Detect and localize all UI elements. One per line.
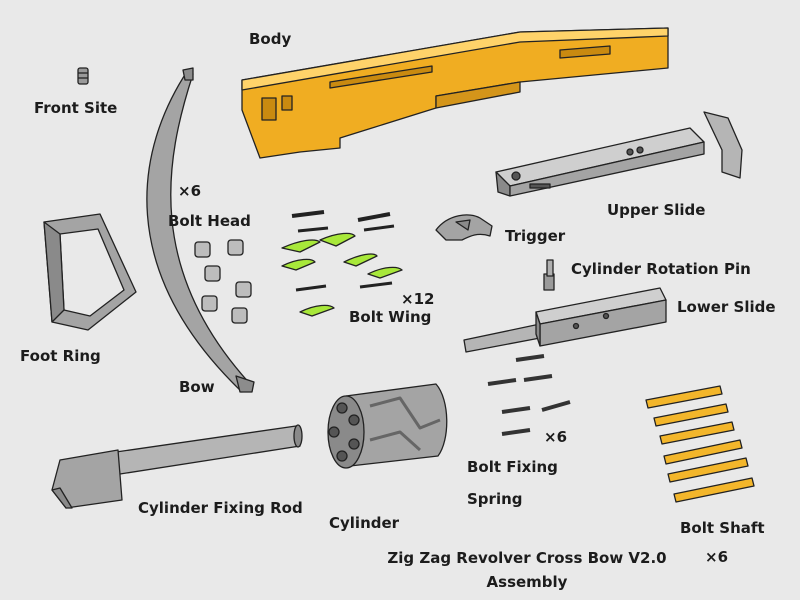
label-lower-slide: Lower Slide bbox=[677, 298, 776, 316]
springs-part bbox=[487, 354, 571, 436]
label-cylinder: Cylinder bbox=[329, 514, 400, 532]
label-trigger: Trigger bbox=[505, 227, 566, 245]
label-body: Body bbox=[249, 30, 292, 48]
label-front-site: Front Site bbox=[34, 99, 118, 117]
title-line-1: Zig Zag Revolver Cross Bow V2.0 bbox=[387, 549, 667, 567]
label-cylinder-fixing-rod: Cylinder Fixing Rod bbox=[138, 499, 303, 517]
bow-part bbox=[146, 67, 255, 393]
label-foot-ring: Foot Ring bbox=[20, 347, 101, 365]
label-bolt-wing: Bolt Wing bbox=[349, 308, 432, 326]
label-bolt-fixing-qty: ×6 bbox=[544, 428, 568, 446]
body-part bbox=[241, 27, 669, 159]
bolt-wings-part bbox=[281, 210, 403, 317]
label-bolt-head-qty: ×6 bbox=[178, 182, 202, 200]
label-spring: Spring bbox=[467, 490, 523, 508]
label-bolt-shaft-qty: ×6 bbox=[705, 548, 729, 566]
cylinder-fixing-rod-part bbox=[51, 424, 303, 509]
label-bolt-head: Bolt Head bbox=[168, 212, 251, 230]
label-bolt-shaft: Bolt Shaft bbox=[680, 519, 765, 537]
cylinder-rotation-pin-part bbox=[543, 259, 555, 291]
title-line-2: Assembly bbox=[486, 573, 568, 591]
cylinder-part bbox=[327, 383, 448, 469]
label-cylinder-rotation-pin: Cylinder Rotation Pin bbox=[571, 260, 751, 278]
foot-ring-part bbox=[43, 213, 137, 331]
trigger-part bbox=[435, 214, 493, 241]
label-bolt-fixing: Bolt Fixing bbox=[467, 458, 558, 476]
label-bow: Bow bbox=[179, 378, 215, 396]
diagram-title: Zig Zag Revolver Cross Bow V2.0 Assembly bbox=[382, 546, 672, 594]
label-upper-slide: Upper Slide bbox=[607, 201, 706, 219]
lower-slide-part bbox=[463, 287, 667, 353]
upper-slide-part bbox=[495, 111, 743, 197]
label-bolt-wing-qty: ×12 bbox=[401, 290, 435, 308]
bolt-heads-part bbox=[194, 239, 252, 324]
bolt-shafts-part bbox=[645, 385, 755, 503]
front-site-part bbox=[77, 67, 89, 85]
